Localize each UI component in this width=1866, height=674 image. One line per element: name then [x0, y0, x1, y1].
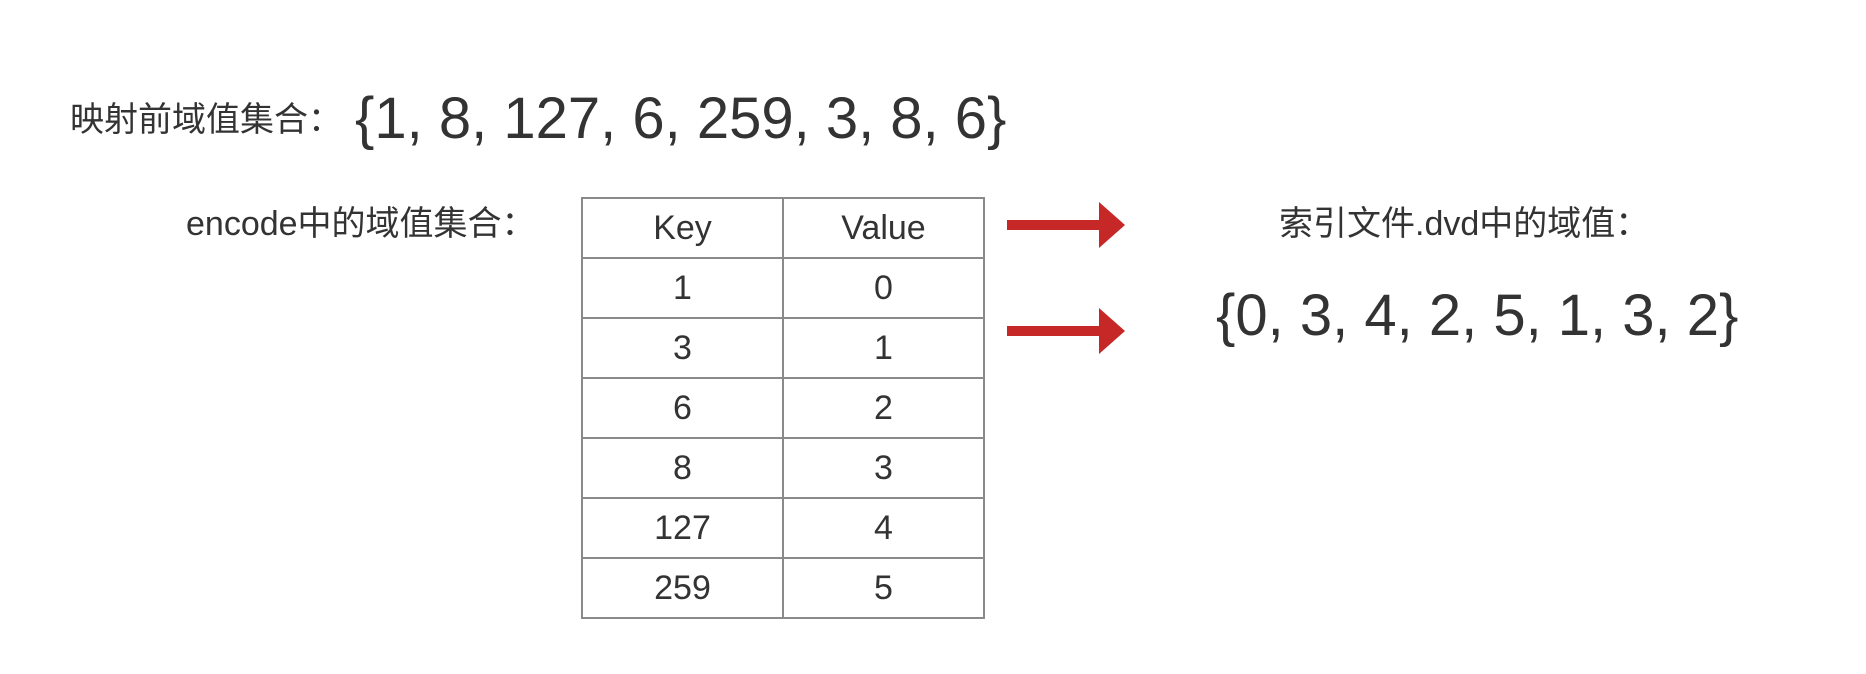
key-cell: 259: [581, 557, 784, 619]
table-row: 3 1: [581, 317, 985, 379]
value-cell: 3: [782, 437, 985, 499]
value-header: Value: [782, 197, 985, 259]
table-row: 1 0: [581, 257, 985, 319]
arrow-right-shape: [1007, 202, 1125, 248]
key-cell: 127: [581, 497, 784, 559]
key-cell: 8: [581, 437, 784, 499]
arrow-right-shape: [1007, 308, 1125, 354]
index-file-label: 索引文件.dvd中的域值：: [1279, 205, 1650, 243]
value-cell: 1: [782, 317, 985, 379]
encode-label: encode中的域值集合：: [186, 205, 536, 243]
value-cell: 4: [782, 497, 985, 559]
pre-mapping-label: 映射前域值集合：: [70, 101, 342, 139]
value-cell: 2: [782, 377, 985, 439]
table-row: 6 2: [581, 377, 985, 439]
table-header-row: Key Value: [581, 197, 985, 259]
table-row: 8 3: [581, 437, 985, 499]
table-row: 127 4: [581, 497, 985, 559]
pre-mapping-values: {1, 8, 127, 6, 259, 3, 8, 6}: [355, 86, 1007, 151]
index-file-values: {0, 3, 4, 2, 5, 1, 3, 2}: [1216, 283, 1739, 348]
arrow-right-icon: [1007, 202, 1125, 248]
key-cell: 1: [581, 257, 784, 319]
key-cell: 6: [581, 377, 784, 439]
key-header: Key: [581, 197, 784, 259]
arrow-right-icon: [1007, 308, 1125, 354]
key-cell: 3: [581, 317, 784, 379]
value-cell: 0: [782, 257, 985, 319]
value-cell: 5: [782, 557, 985, 619]
table-row: 259 5: [581, 557, 985, 619]
encode-mapping-table: Key Value 1 0 3 1 6 2 8 3 127 4 259 5: [581, 197, 985, 619]
